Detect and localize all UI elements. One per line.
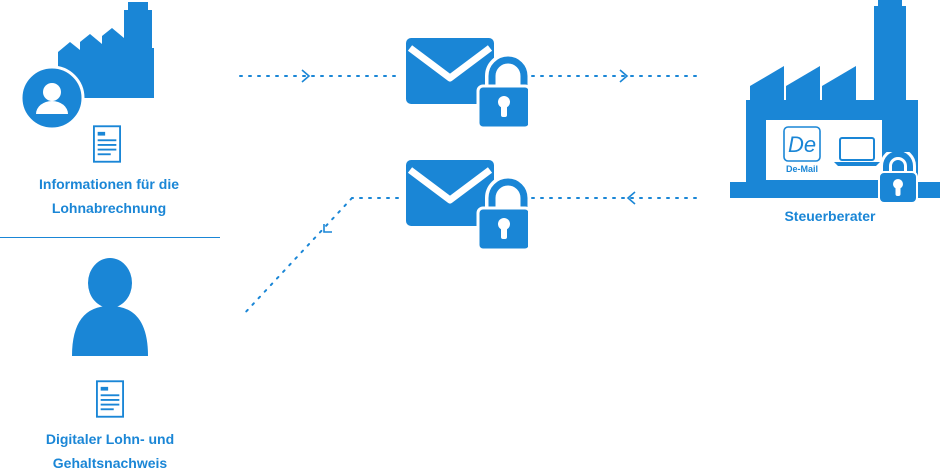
document-icon [93,125,121,163]
tax-advisor-label: Steuerberater [784,208,876,224]
employee-label: Digitaler Lohn- und Gehaltsnachweis [14,427,206,475]
screen-panel [766,120,882,180]
company-factory-icon [58,2,154,98]
company-label: Informationen für die Lohnabrechnung [14,172,204,220]
demail-caption: De-Mail [786,164,818,174]
company-label-line1: Informationen für die [39,176,179,192]
locked-mail-icon [406,38,530,128]
arrow-mail-to-employee [241,197,399,317]
employee-label-line2: Gehaltsnachweis [52,455,168,471]
arrow-company-to-mail [239,69,403,83]
person-icon [72,258,148,356]
employee-label-line1: Digitaler Lohn- und [45,431,175,447]
laptop-icon [834,137,880,166]
document-icon [96,380,124,418]
demail-logo-text: De [788,132,816,157]
user-avatar-icon [19,65,85,131]
arrow-advisor-to-mail [531,191,701,205]
company-label-line2: Lohnabrechnung [51,200,167,216]
demail-logo [783,126,821,162]
arrow-mail-to-advisor [531,69,701,83]
section-divider [0,237,220,238]
locked-mail-icon [406,160,530,250]
